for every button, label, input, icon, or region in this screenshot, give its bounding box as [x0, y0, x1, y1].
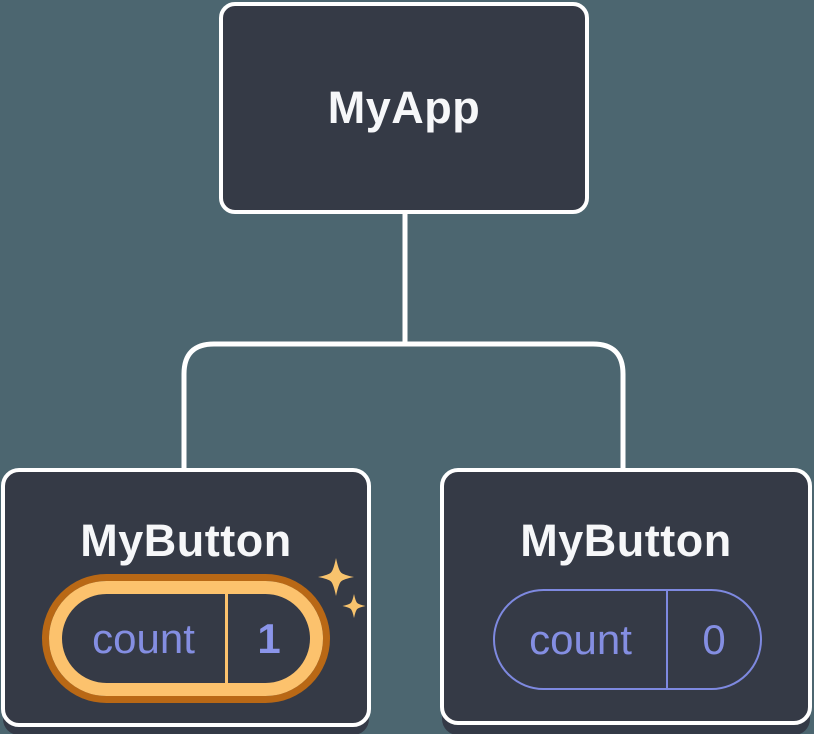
node-mybutton-updated-label: MyButton — [80, 515, 292, 566]
node-mybutton-updated: MyButton count 1 — [1, 468, 371, 727]
node-myapp-label: MyApp — [327, 82, 481, 133]
state-name: count — [529, 615, 632, 663]
state-value: 1 — [257, 614, 281, 662]
state-value: 0 — [702, 615, 726, 663]
pill-divider — [666, 591, 668, 688]
node-mybutton-idle: MyButton count 0 — [440, 468, 812, 725]
node-myapp: MyApp — [219, 2, 589, 214]
state-pill: count 0 — [493, 589, 762, 690]
state-pill-highlighted: count 1 — [49, 581, 323, 696]
sparkles-icon — [318, 558, 366, 618]
state-name: count — [92, 614, 195, 662]
node-mybutton-idle-label: MyButton — [520, 515, 732, 566]
pill-divider — [225, 594, 228, 683]
